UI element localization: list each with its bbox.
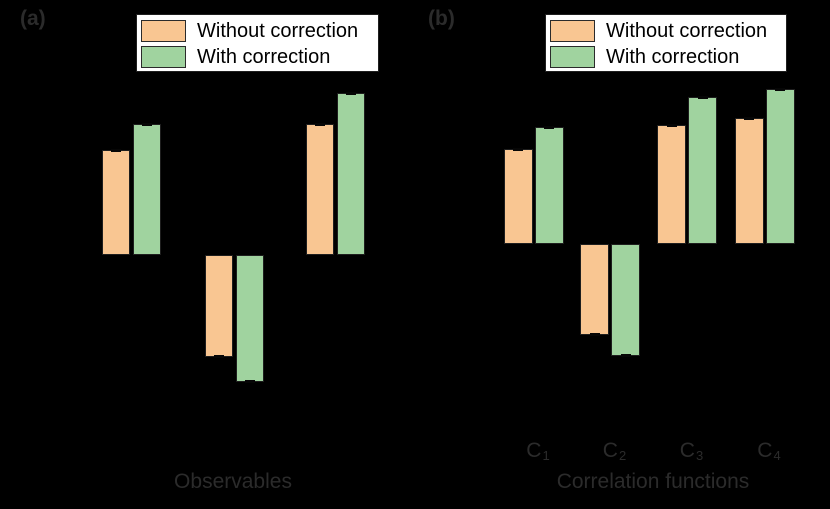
bar-panel-a-group3-without-correction: [306, 124, 334, 255]
legend-swatch-orange: [550, 20, 595, 42]
bar-panel-b-group4-with-correction: [765, 89, 795, 244]
x-axis-title-correlation-functions: Correlation functions: [556, 470, 750, 493]
legend-item-with-correction: With correction: [141, 44, 378, 70]
error-bar-cap: [244, 380, 255, 383]
bar-panel-b-group3-without-correction: [657, 125, 686, 244]
legend-item-without-correction: Without correction: [141, 18, 378, 44]
tick-subscript: 2: [618, 448, 627, 463]
error-bar-cap: [744, 117, 754, 120]
legend-item-without-correction: Without correction: [550, 18, 786, 44]
bar-panel-a-group1-without-correction: [102, 150, 130, 255]
bar-panel-a-group2-without-correction: [204, 255, 233, 357]
legend-swatch-orange: [141, 20, 186, 42]
panel-a-label: (a): [20, 7, 46, 30]
error-bar-cap: [620, 354, 631, 357]
error-bar-cap: [213, 355, 224, 358]
tick-subscript: 3: [695, 448, 704, 463]
error-bar-cap: [111, 149, 121, 152]
bar-panel-b-group3-with-correction: [688, 97, 717, 244]
bar-panel-a-group3-with-correction: [337, 93, 365, 255]
error-bar-cap: [775, 88, 785, 91]
x-tick-label-C4: C4: [734, 439, 804, 463]
x-tick-label-C2: C2: [579, 439, 649, 463]
x-axis-title-observables: Observables: [174, 470, 292, 493]
bar-panel-b-group2-without-correction: [580, 244, 609, 335]
bar-panel-a-group2-with-correction: [235, 255, 264, 382]
error-bar-cap: [346, 92, 356, 95]
tick-subscript: 1: [542, 448, 550, 463]
error-bar-cap: [142, 123, 152, 126]
bar-panel-b-group4-without-correction: [734, 118, 764, 244]
error-bar-cap: [697, 96, 708, 99]
bar-panel-b-group2-with-correction: [611, 244, 640, 356]
tick-base: C: [526, 439, 542, 462]
error-bar-cap: [513, 148, 523, 151]
bar-panel-b-group1-with-correction: [534, 127, 564, 244]
tick-base: C: [757, 439, 773, 462]
bar-panel-a-group1-with-correction: [133, 124, 161, 255]
panel-b-label: (b): [428, 7, 455, 30]
error-bar-cap: [315, 123, 325, 126]
legend-swatch-green: [141, 46, 186, 68]
x-tick-label-C1: C1: [503, 439, 573, 463]
tick-subscript: 4: [773, 448, 781, 463]
legend-item-label: Without correction: [606, 19, 768, 42]
legend-item-with-correction: With correction: [550, 44, 786, 70]
tick-base: C: [602, 439, 618, 462]
error-bar-cap: [666, 124, 677, 127]
tick-base: C: [679, 439, 695, 462]
legend-swatch-green: [550, 46, 595, 68]
error-bar-cap: [544, 126, 554, 129]
bar-panel-b-group1-without-correction: [503, 149, 533, 244]
legend-item-label: With correction: [606, 45, 740, 68]
error-bar-cap: [589, 333, 600, 336]
legend-item-label: Without correction: [197, 19, 359, 42]
legend-item-label: With correction: [197, 45, 331, 68]
x-tick-label-C3: C3: [656, 439, 726, 463]
